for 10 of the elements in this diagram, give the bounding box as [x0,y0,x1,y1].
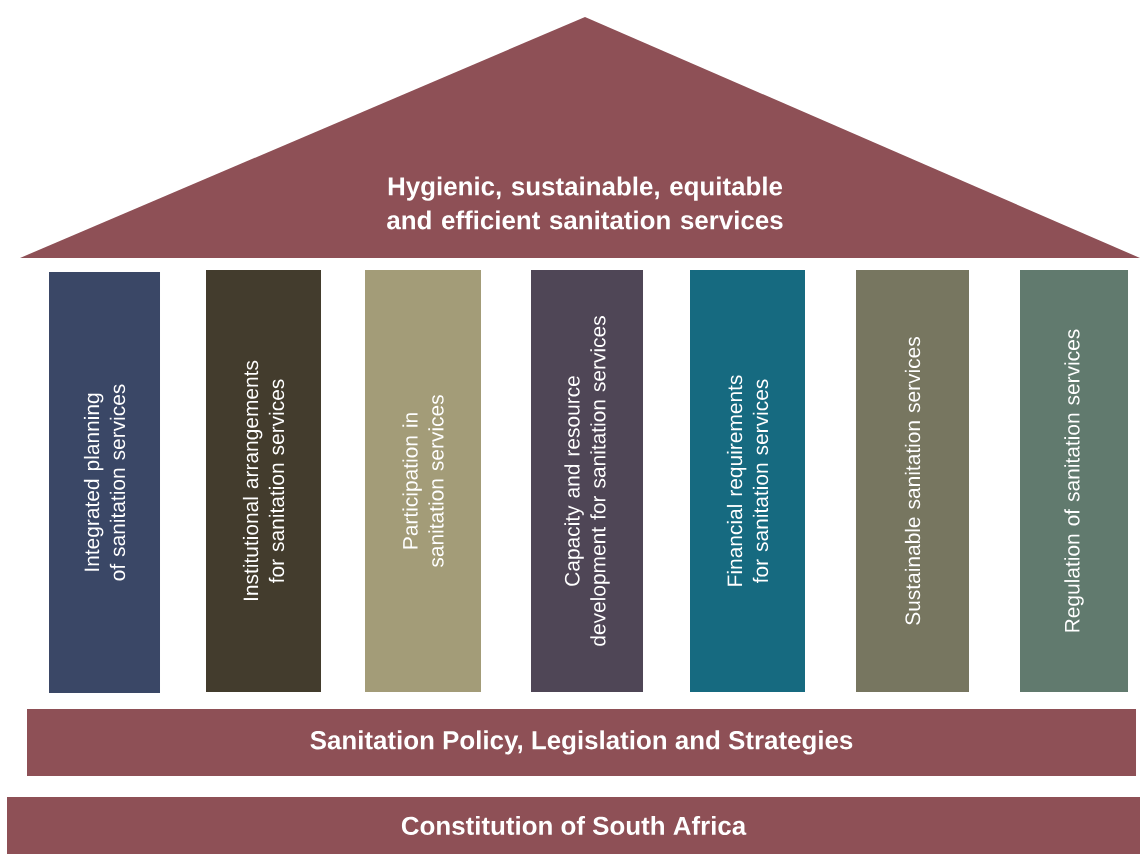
pillar: Institutional arrangements for sanitation services [206,270,321,692]
pillar: Integrated planning of sanitation services [49,272,160,693]
pillar: Capacity and resource development for sanitation services [531,270,643,692]
pillar: Financial requirements for sanitation services [690,270,805,692]
base-band: Sanitation Policy, Legislation and Strategies [27,709,1136,776]
pillar: Regulation of sanitation services [1020,270,1128,692]
roof-triangle: Hygienic, sustainable, equitable and efficient sanitation services [20,17,1140,258]
pillar: Sustainable sanitation services [856,270,969,692]
base-band: Constitution of South Africa [7,797,1140,854]
pillar: Participation in sanitation services [365,270,481,692]
